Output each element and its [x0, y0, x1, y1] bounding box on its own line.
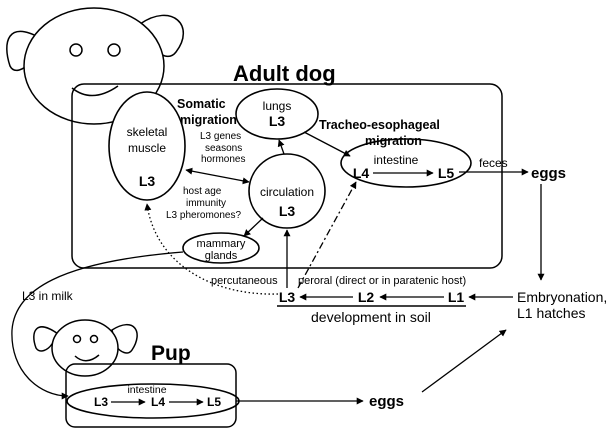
percutaneous-label: percutaneous: [211, 275, 278, 287]
lungs-stage: L3: [269, 113, 286, 129]
adult-eggs-label: eggs: [531, 165, 566, 182]
pup-l5-stage: L5: [207, 395, 221, 409]
mammary-glands-label: mammary: [197, 238, 246, 250]
adult-intestine-label: intestine: [374, 153, 419, 167]
pup-eggs-label: eggs: [369, 393, 404, 410]
arrow-pup-eggs-to-embryonation: [421, 329, 507, 393]
host-factor: L3 pheromones?: [166, 210, 241, 221]
peroral-label: peroral (direct or in paratenic host): [298, 275, 466, 287]
embryonation-label: Embryonation,: [517, 289, 607, 305]
host-factor: host age: [183, 186, 222, 197]
adult-intestine-node: [340, 138, 472, 188]
adult-l5-stage: L5: [438, 165, 455, 181]
arrow-percutaneous-to-muscle: [144, 203, 279, 295]
pup-l3-stage: L3: [94, 395, 108, 409]
adult-dog-head: [6, 7, 185, 125]
l1-hatches-label: L1 hatches: [517, 305, 586, 321]
soil-l2-stage: L2: [358, 289, 375, 305]
mammary-glands-node: [182, 232, 260, 264]
lungs-node: [235, 88, 319, 140]
pup-title: Pup: [151, 342, 191, 365]
host-factor: immunity: [186, 198, 226, 209]
soil-l3-stage: L3: [279, 289, 296, 305]
arrow-lungs-to-intestine: [303, 131, 351, 157]
arrow-circulation-to-mammary: [243, 217, 264, 237]
skeletal-muscle-label-2: muscle: [128, 141, 166, 155]
tracheo-migration-label: Tracheo-esophageal: [319, 118, 440, 132]
feces-label: feces: [479, 156, 508, 170]
migration-factor: hormones: [201, 154, 245, 165]
arrow-peroral-to-intestine: [297, 181, 357, 289]
development-in-soil-label: development in soil: [311, 309, 431, 325]
adult-dog-title: Adult dog: [233, 61, 336, 86]
somatic-migration-label: Somatic: [177, 97, 226, 111]
skeletal-muscle-node: [108, 91, 186, 201]
pup-intestine-label: intestine: [127, 384, 166, 396]
somatic-migration-label-2: migration: [180, 113, 237, 127]
migration-factor: L3 genes: [200, 131, 241, 142]
circulation-stage: L3: [279, 203, 296, 219]
migration-factor: seasons: [205, 143, 242, 154]
skeletal-muscle-stage: L3: [139, 173, 156, 189]
pup-l4-stage: L4: [151, 395, 165, 409]
adult-l4-stage: L4: [353, 165, 370, 181]
l3-in-milk-label: L3 in milk: [22, 289, 74, 303]
pup-head: [33, 319, 138, 377]
tracheo-migration-label-2: migration: [365, 134, 422, 148]
arrow-milk-to-pup: [11, 251, 184, 400]
skeletal-muscle-label: skeletal: [127, 125, 168, 139]
arrow-circulation-to-muscle: [185, 167, 250, 185]
mammary-glands-label-2: glands: [205, 250, 238, 262]
lungs-label: lungs: [263, 99, 292, 113]
soil-l1-stage: L1: [448, 289, 465, 305]
circulation-label: circulation: [260, 185, 314, 199]
arrow-circulation-to-lungs: [277, 139, 285, 155]
circulation-node: [248, 153, 326, 229]
